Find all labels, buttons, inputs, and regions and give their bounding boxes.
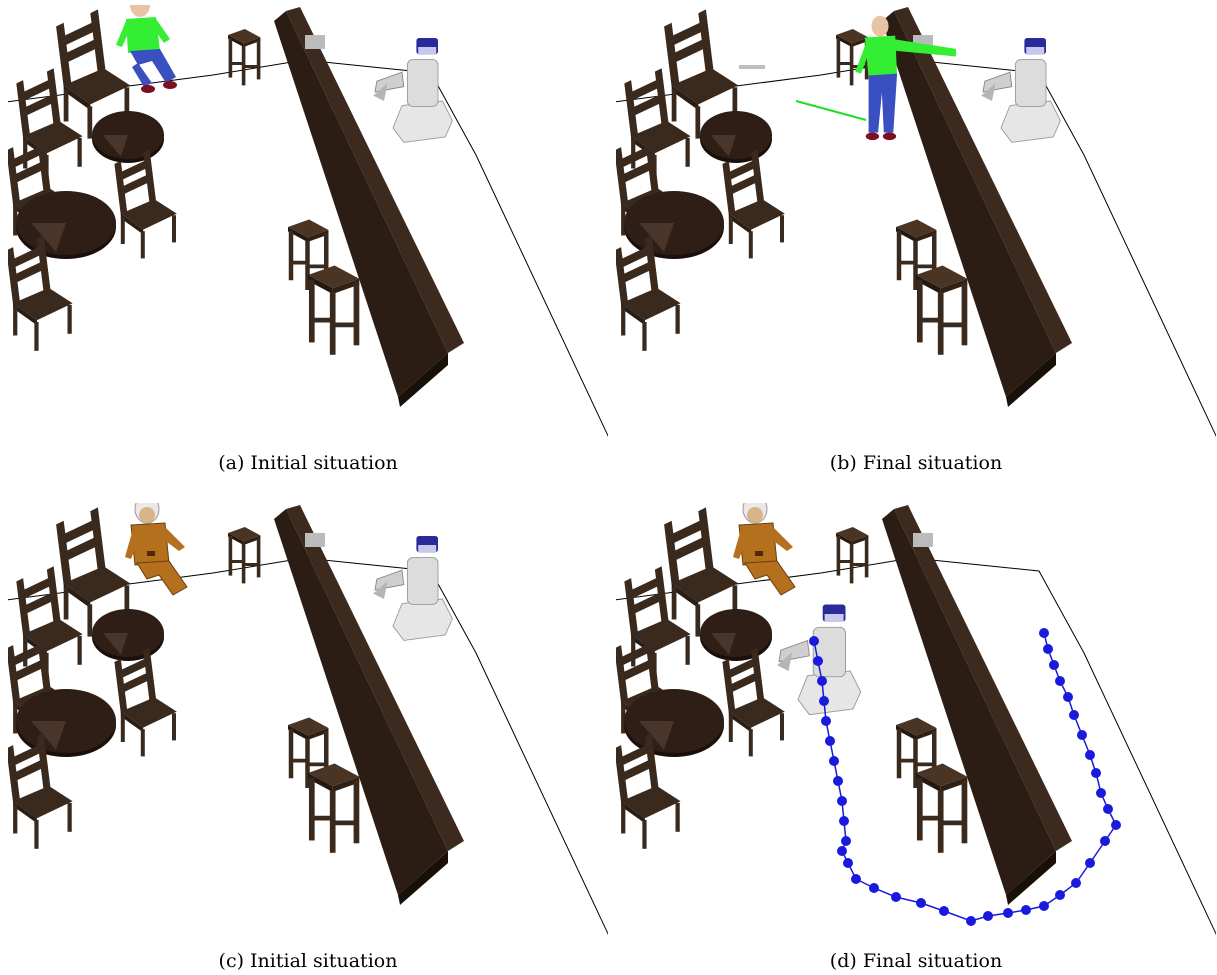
human-elderly	[125, 503, 188, 596]
scene-svg	[616, 503, 1216, 935]
path-node	[1049, 660, 1059, 670]
table	[700, 609, 772, 661]
path-node	[817, 676, 827, 686]
panel-c	[8, 503, 608, 938]
path-node	[1100, 836, 1110, 846]
empty-chair-seat	[739, 65, 765, 69]
scene-svg	[8, 5, 608, 437]
path-node	[1063, 692, 1073, 702]
table	[624, 689, 724, 757]
caption-d: (d) Final situation	[829, 950, 1003, 972]
chair	[114, 149, 177, 259]
chair	[616, 235, 681, 351]
path-node	[841, 836, 851, 846]
path-node	[1085, 750, 1095, 760]
stool	[288, 717, 329, 788]
path-node	[839, 816, 849, 826]
robot	[981, 38, 1061, 143]
scene-svg	[8, 503, 608, 935]
panel-a	[8, 5, 608, 440]
caption-b: (b) Final situation	[829, 452, 1003, 474]
stool	[288, 219, 329, 290]
path-node	[1091, 768, 1101, 778]
path-node	[869, 883, 879, 893]
chair	[722, 149, 785, 259]
stool	[228, 527, 261, 584]
path-node	[813, 656, 823, 666]
caption-a: (a) Initial situation	[218, 452, 398, 474]
path-node	[825, 736, 835, 746]
chair	[722, 647, 785, 757]
panel-b	[616, 5, 1216, 440]
bar-counter	[274, 505, 464, 905]
path-node	[1077, 730, 1087, 740]
path-node	[1055, 676, 1065, 686]
floor-outline	[616, 59, 1216, 437]
stool	[916, 763, 968, 853]
robot	[777, 604, 862, 716]
robot	[373, 38, 453, 143]
bar-counter	[882, 7, 1072, 407]
path-node	[1039, 628, 1049, 638]
path-node	[829, 756, 839, 766]
chair	[616, 733, 681, 849]
path-node	[939, 906, 949, 916]
path-node	[1103, 804, 1113, 814]
path-node	[1039, 901, 1049, 911]
path-node	[983, 911, 993, 921]
path-node	[1055, 890, 1065, 900]
stool	[308, 763, 360, 853]
path-node	[821, 716, 831, 726]
bar-counter	[274, 7, 464, 407]
path-node	[1085, 858, 1095, 868]
human-young-seated	[116, 5, 177, 93]
robot-path	[809, 628, 1121, 926]
path-node	[837, 846, 847, 856]
chair	[8, 235, 73, 351]
chair	[56, 9, 131, 139]
path-node	[1096, 788, 1106, 798]
stool	[308, 265, 360, 355]
path-node	[966, 916, 976, 926]
table	[16, 689, 116, 757]
path-node	[809, 636, 819, 646]
table	[700, 111, 772, 163]
table	[92, 111, 164, 163]
path-node	[1043, 644, 1053, 654]
human-elderly	[733, 503, 796, 596]
path-node	[843, 858, 853, 868]
path-node	[1111, 820, 1121, 830]
path-node	[837, 796, 847, 806]
path-node	[851, 874, 861, 884]
robot	[373, 536, 453, 641]
stool	[916, 265, 968, 355]
human-young-standing	[855, 15, 956, 141]
stool	[228, 29, 261, 86]
chair	[664, 9, 739, 139]
path-node	[1021, 905, 1031, 915]
path-node	[1069, 710, 1079, 720]
chair	[664, 507, 739, 637]
path-node	[1003, 908, 1013, 918]
table	[92, 609, 164, 661]
gaze-line	[795, 100, 867, 121]
chair	[8, 733, 73, 849]
stool	[836, 527, 869, 584]
scene-svg	[616, 7, 1216, 437]
caption-c: (c) Initial situation	[218, 950, 398, 972]
floor-outline	[8, 59, 608, 437]
chair	[56, 507, 131, 637]
path-node	[833, 776, 843, 786]
chair	[114, 647, 177, 757]
path-node	[819, 696, 829, 706]
path-node	[916, 898, 926, 908]
table	[16, 191, 116, 259]
stool	[896, 717, 937, 788]
path-node	[891, 892, 901, 902]
path-node	[1071, 878, 1081, 888]
panel-d	[616, 503, 1216, 938]
stool	[896, 219, 937, 290]
table	[624, 191, 724, 259]
bar-counter	[882, 505, 1072, 905]
